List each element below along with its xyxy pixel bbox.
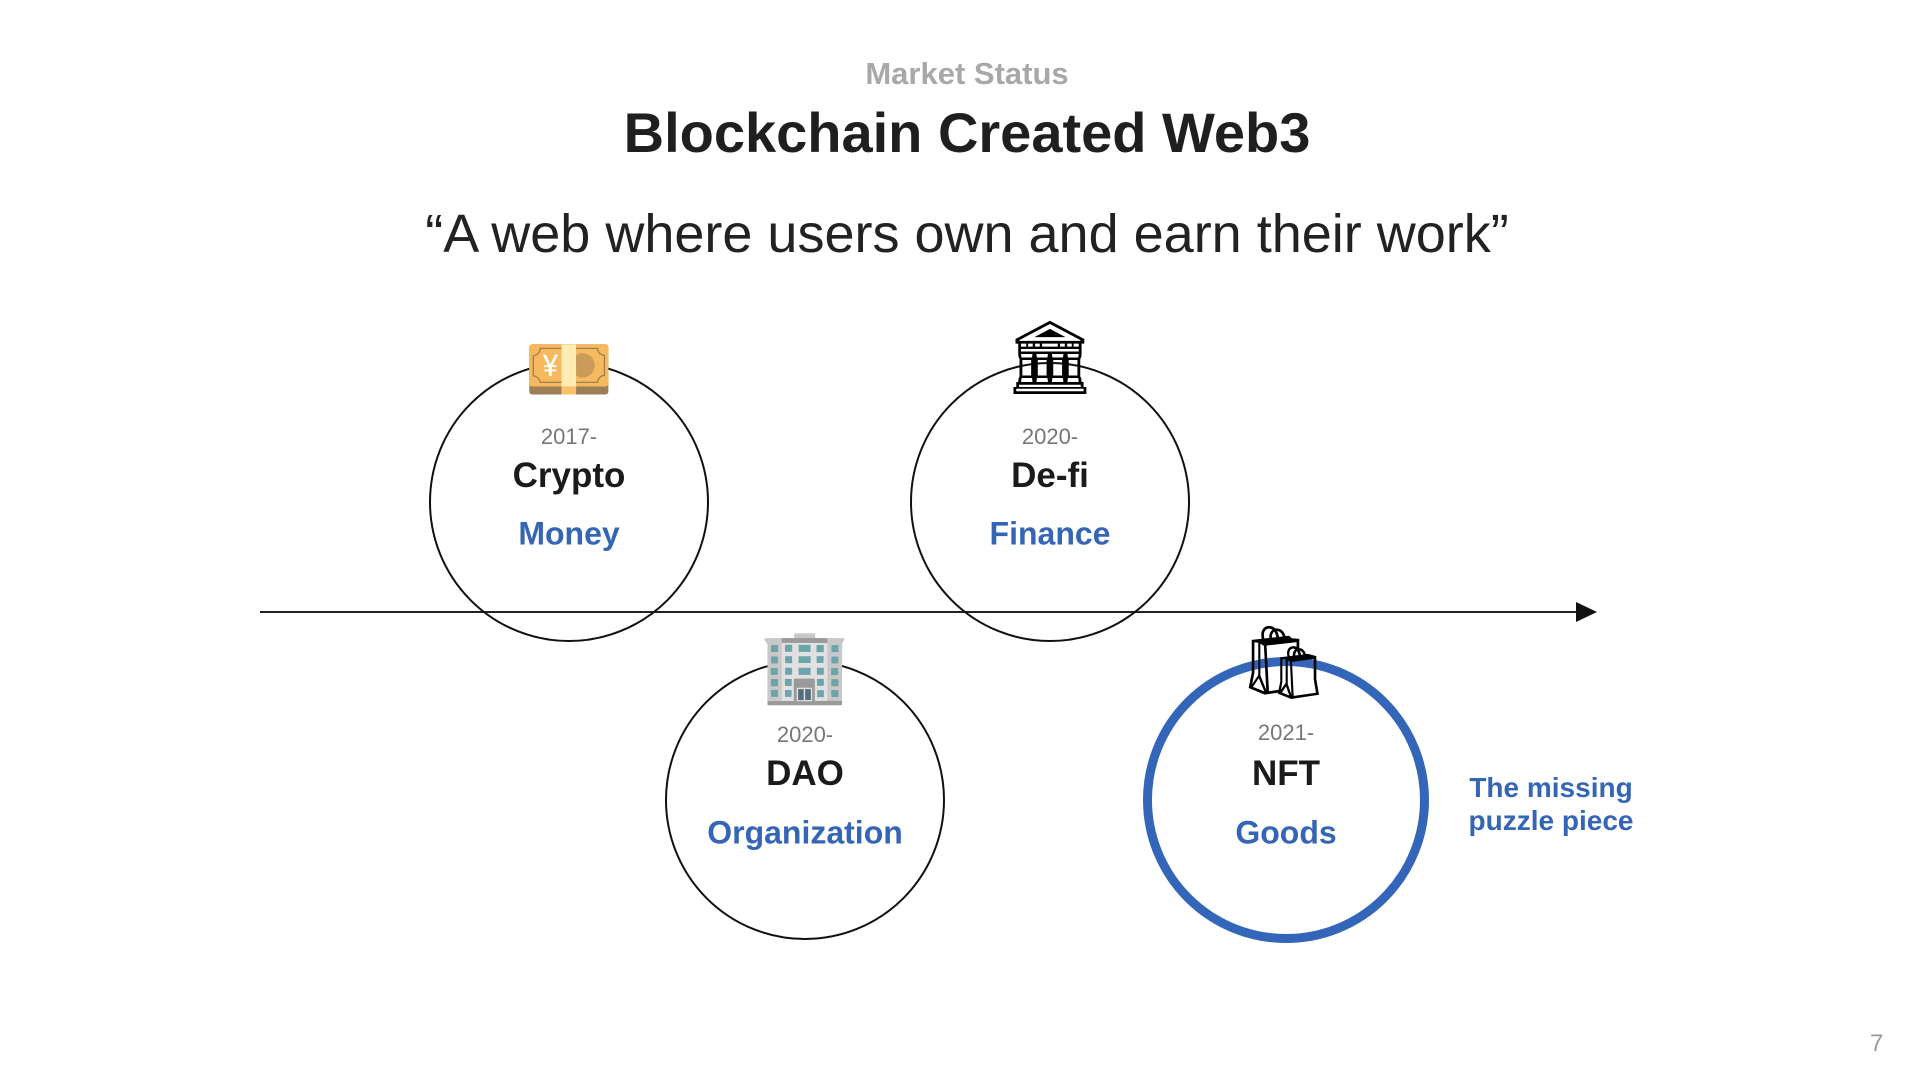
milestone-circle bbox=[665, 660, 945, 940]
note-line: puzzle piece bbox=[1468, 805, 1634, 836]
milestone-year: 2020- bbox=[776, 722, 834, 747]
milestone-name: NFT bbox=[1251, 754, 1321, 793]
office-building-icon: 🏢 bbox=[760, 623, 850, 707]
milestone-year: 2021- bbox=[1257, 720, 1315, 745]
milestone-name: DAO bbox=[766, 754, 844, 793]
shopping-bags-icon: 🛍 bbox=[1238, 620, 1330, 704]
bank-building-icon: 🏛 bbox=[1004, 315, 1096, 399]
slide-quote: “A web where users own and earn their wo… bbox=[425, 204, 1509, 264]
page-number: 7 bbox=[1870, 1030, 1884, 1057]
milestone-year: 2020- bbox=[1021, 424, 1079, 449]
milestone-year: 2017- bbox=[540, 424, 598, 449]
arrow-head-icon bbox=[1576, 602, 1597, 622]
milestone-category: Finance bbox=[989, 515, 1111, 552]
milestone-name: Crypto bbox=[512, 456, 626, 495]
milestone-category: Money bbox=[518, 515, 620, 552]
milestone-circle bbox=[910, 362, 1190, 642]
milestone-category: Goods bbox=[1235, 814, 1337, 851]
milestone-circle-highlighted bbox=[1143, 657, 1429, 943]
slide-title: Blockchain Created Web3 bbox=[623, 101, 1311, 164]
yen-banknote-icon: 💴 bbox=[524, 327, 614, 411]
missing-piece-note: The missing puzzle piece bbox=[1469, 771, 1634, 837]
milestone-category: Organization bbox=[707, 814, 903, 851]
section-eyebrow: Market Status bbox=[865, 56, 1069, 91]
milestone-name: De-fi bbox=[1011, 456, 1089, 495]
note-line: The missing bbox=[1469, 772, 1633, 803]
milestone-circle bbox=[429, 362, 709, 642]
